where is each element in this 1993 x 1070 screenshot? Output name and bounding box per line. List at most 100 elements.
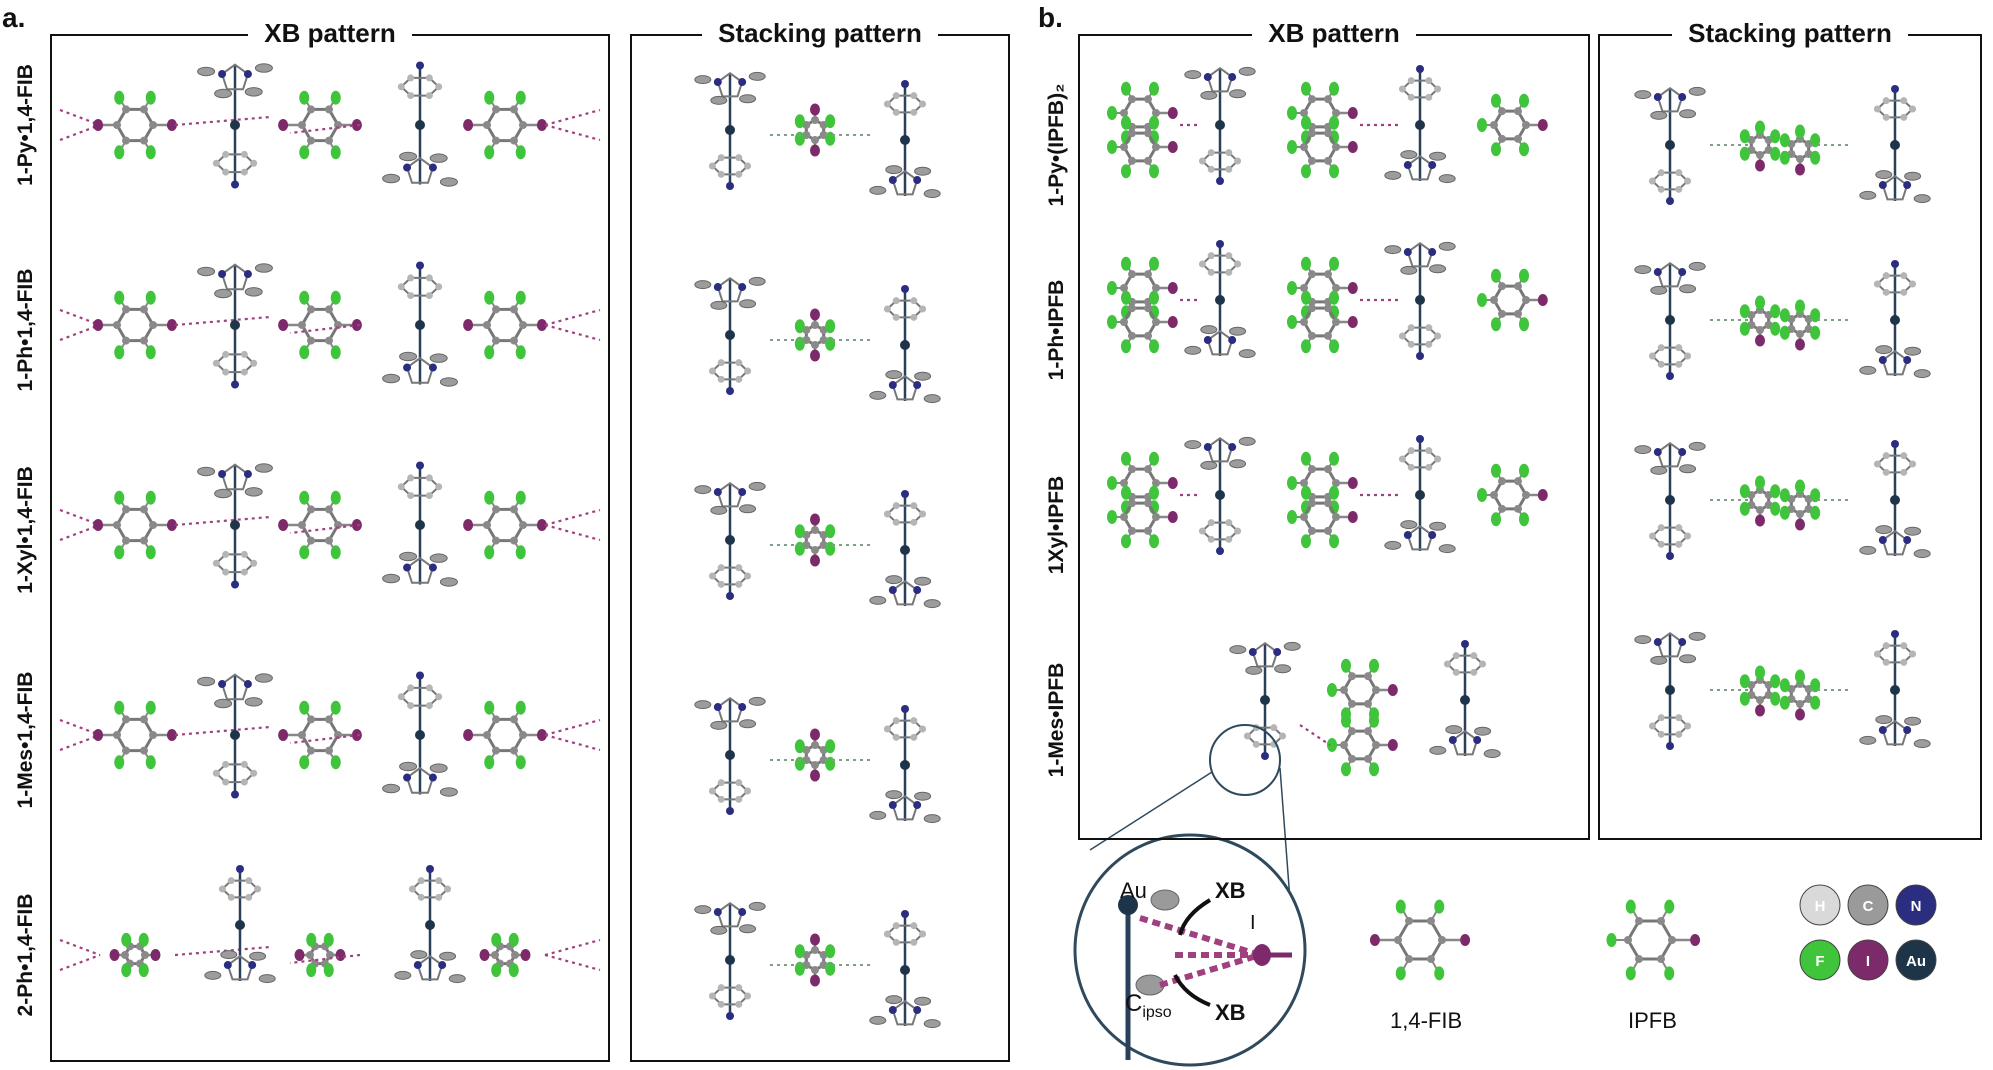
carbon-atom — [1425, 463, 1433, 471]
carbon-atom — [910, 92, 918, 100]
carbon-ellipsoid — [694, 280, 712, 290]
nitrogen-atom — [243, 270, 252, 279]
fluorine-atom — [794, 336, 805, 351]
nitrogen-atom — [1228, 336, 1237, 345]
carbon-atom — [717, 170, 725, 178]
fluorine-atom — [1810, 678, 1821, 693]
fluorine-atom — [1519, 93, 1529, 108]
fib-molecule — [270, 290, 370, 360]
iodine-atom — [278, 119, 289, 131]
fluorine-atom — [1664, 899, 1675, 914]
iodine-atom — [1795, 708, 1805, 721]
inset-magnified-view — [1073, 833, 1307, 1067]
ipfb-molecule — [1315, 713, 1405, 777]
carbon-atom — [408, 885, 416, 893]
carbon-atom — [883, 100, 891, 108]
gold-atom — [900, 340, 910, 350]
gold-complex — [694, 276, 766, 395]
gold-complex — [1184, 436, 1256, 555]
carbon-atom — [1882, 468, 1890, 476]
carbon-atom — [910, 922, 918, 930]
fluorine-atom — [114, 490, 125, 505]
legend-atom-au — [1895, 939, 1937, 981]
ipfb-molecule — [1275, 485, 1365, 549]
nitrogen-atom — [1261, 752, 1269, 760]
nitrogen-atom — [1903, 181, 1912, 190]
iodine-atom — [810, 933, 820, 946]
carbon-ellipsoid — [439, 787, 458, 797]
carbon-atom — [1873, 460, 1881, 468]
gold-atom — [1215, 295, 1225, 305]
gold-complex — [1859, 630, 1931, 749]
carbon-atom — [222, 168, 230, 176]
fluorine-atom — [825, 944, 836, 959]
gold-complex — [1384, 435, 1456, 554]
panel-b-stacking-frame: Stacking pattern — [1598, 18, 1982, 840]
carbon-ellipsoid — [1238, 66, 1256, 76]
iodine-atom — [166, 319, 177, 331]
inset-xb-line-2 — [1139, 915, 1261, 958]
carbon-atom — [1882, 97, 1890, 105]
fluorine-atom — [299, 90, 310, 105]
carbon-atom — [1675, 524, 1683, 532]
fluorine-atom — [1329, 115, 1339, 130]
fluorine-atom — [1779, 695, 1790, 710]
fluorine-atom — [515, 290, 526, 305]
nitrogen-atom — [1216, 177, 1224, 185]
carbon-atom — [250, 769, 258, 777]
fluorine-atom — [1519, 317, 1529, 332]
carbon-atom — [227, 893, 235, 901]
nitrogen-atom — [1903, 356, 1912, 365]
carbon-atom — [708, 787, 716, 795]
carbon-atom — [892, 922, 900, 930]
nitrogen-atom — [713, 488, 722, 497]
carbon-atom — [1675, 540, 1683, 548]
legend-atom-label: Au — [1906, 953, 1926, 970]
carbon-atom — [425, 492, 433, 500]
fluorine-atom — [1739, 674, 1750, 689]
nitrogen-atom — [231, 580, 239, 589]
fluorine-atom — [1491, 142, 1501, 157]
gold-atom — [230, 320, 240, 330]
fluorine-atom — [825, 114, 836, 129]
carbon-ellipsoid — [244, 287, 263, 297]
nitrogen-atom — [428, 163, 437, 172]
carbon-ellipsoid — [710, 505, 728, 515]
fluorine-atom — [1287, 510, 1297, 524]
nitrogen-atom — [1666, 742, 1674, 750]
iodine-atom — [1167, 141, 1178, 153]
nitrogen-atom — [416, 461, 424, 470]
legend-atom-label: I — [1866, 953, 1870, 970]
carbon-ellipsoid — [214, 88, 233, 99]
carbon-atom — [1648, 352, 1656, 360]
carbon-atom — [735, 359, 743, 367]
legend-atom-label: N — [1911, 898, 1922, 915]
gold-complex — [869, 490, 941, 609]
carbon-atom — [1225, 535, 1233, 543]
fluorine-atom — [1301, 256, 1311, 271]
carbon-atom — [910, 717, 918, 725]
carbon-atom — [744, 367, 752, 375]
carbon-ellipsoid — [439, 951, 457, 961]
fib-molecule — [270, 90, 370, 160]
carbon-atom — [1225, 165, 1233, 173]
fluorine-atom — [1329, 485, 1339, 500]
fluorine-atom — [1369, 713, 1379, 728]
carbon-atom — [717, 779, 725, 787]
fluorine-atom — [1779, 488, 1790, 503]
fluorine-atom — [138, 963, 149, 978]
carbon-ellipsoid — [914, 166, 932, 176]
gold-complex — [869, 80, 941, 199]
fluorine-atom — [299, 290, 310, 305]
gold-complex — [694, 481, 766, 600]
carbon-atom — [212, 159, 220, 167]
carbon-ellipsoid — [1274, 664, 1292, 674]
carbon-atom — [222, 350, 230, 358]
carbon-ellipsoid — [869, 595, 887, 605]
carbon-ellipsoid — [739, 719, 757, 729]
carbon-ellipsoid — [1229, 326, 1247, 336]
carbon-atom — [910, 313, 918, 321]
fluorine-atom — [491, 932, 502, 947]
carbon-ellipsoid — [694, 905, 712, 915]
